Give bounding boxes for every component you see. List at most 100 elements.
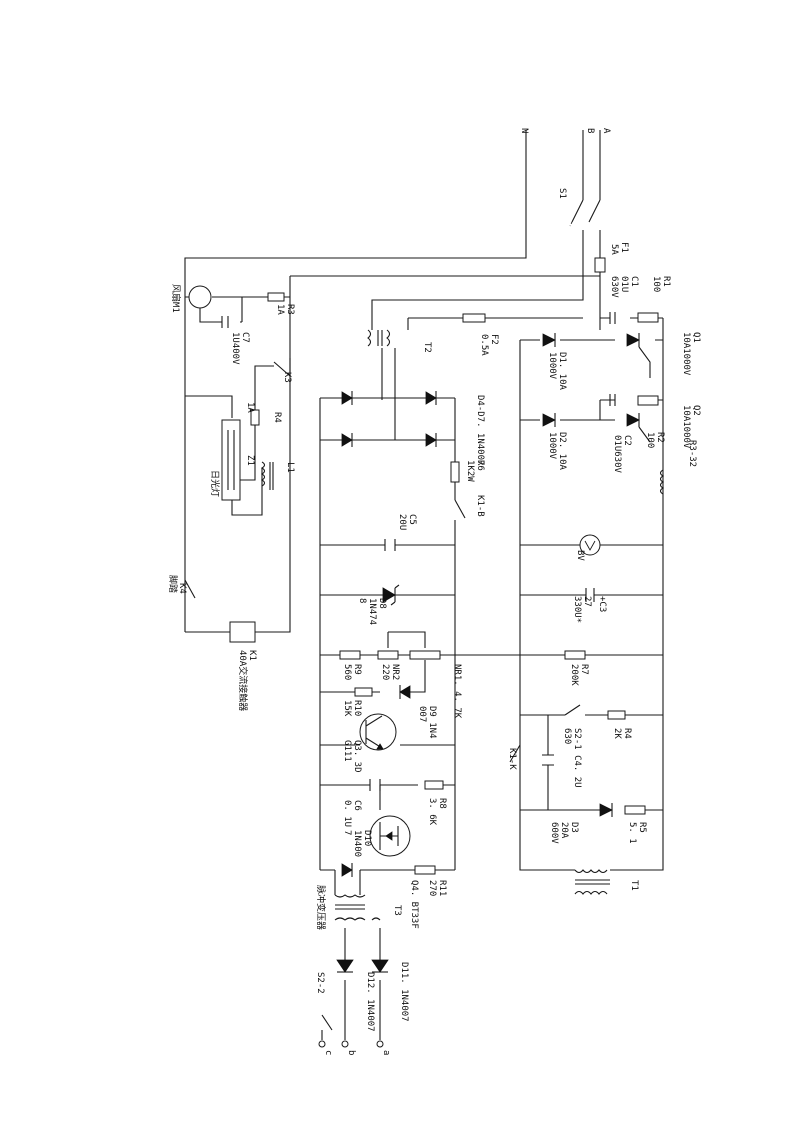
label-q1: Q1 — [691, 332, 701, 343]
label-z1: Z1 — [245, 455, 255, 466]
transformer-t1 — [574, 869, 610, 895]
voltmeter-symbol — [584, 540, 596, 551]
label-c3v2: 330U* — [572, 596, 582, 623]
label-k4: K4 — [177, 583, 187, 594]
label-r10v: 15K — [342, 700, 352, 717]
label-s2-1v: 630 — [562, 728, 572, 744]
label-r4v: 1A — [245, 402, 255, 413]
label-nr2: NR2 — [390, 664, 400, 680]
label-r2v: 100 — [645, 432, 655, 448]
labels: A B N S1 F1 5A C1 01U 630V R1 100 F2 0.5… — [167, 128, 701, 1055]
label-r2: R2 — [655, 432, 665, 443]
label-k1: K1 — [247, 650, 257, 661]
label-fan: 风扇M1 — [170, 284, 182, 313]
resistor-r2 — [637, 395, 659, 406]
label-q2v: 10A1000V — [681, 405, 691, 449]
capacitor-c5 — [384, 539, 396, 551]
pot-nr1 — [409, 650, 441, 660]
label-q4: Q4. BT33F — [409, 880, 419, 929]
label-t3: T3 — [392, 905, 402, 916]
label-q2: Q2 — [691, 405, 701, 416]
resistor-r7 — [564, 650, 586, 660]
resistor-r10 — [354, 687, 373, 697]
label-d1v: 1000V — [547, 352, 557, 380]
label-s2-2: S2-2 — [315, 972, 325, 994]
label-r4-2kv: 2K — [612, 728, 622, 739]
label-d2: D2. 10A — [557, 432, 567, 471]
label-r5v: 5. 1 — [627, 822, 637, 844]
fan-motor-m1 — [188, 285, 212, 309]
switch-s1 — [569, 199, 601, 227]
thyristor-q1 — [626, 333, 651, 378]
label-c1: C1 — [629, 276, 639, 287]
label-f1v: 5A — [609, 244, 619, 255]
label-r10: R10 — [352, 700, 362, 716]
label-c6: C6 — [352, 800, 362, 811]
label-a-out: a — [381, 1050, 391, 1055]
label-d8v1: 1N474 — [367, 598, 377, 625]
resistor-r9 — [339, 650, 361, 660]
label-c5: C5 — [407, 514, 417, 525]
label-s2-1: S2-1 C4. 2U — [572, 728, 582, 788]
label-c-out: c — [323, 1050, 333, 1055]
label-b-out: b — [346, 1050, 356, 1055]
label-c5v: 20U — [397, 514, 407, 530]
diode-d10 — [341, 863, 353, 877]
capacitor-c7 — [221, 316, 229, 328]
label-c3v1: 27 — [582, 596, 592, 607]
inductor-l1-core — [269, 462, 274, 490]
label-q1v: 10A1000V — [681, 332, 691, 376]
label-d12: D12. 1N4007 — [365, 972, 375, 1032]
transformer-t3 — [334, 894, 381, 921]
label-d1: D1. 10A — [557, 352, 567, 391]
label-d11: D11. 1N4007 — [399, 962, 409, 1022]
label-r11v: 270 — [427, 880, 437, 896]
label-c7: C7 — [240, 332, 250, 343]
label-nr2v: 220 — [380, 664, 390, 680]
label-a: A — [601, 128, 611, 134]
label-c6v: 0. 1U — [342, 800, 352, 827]
label-d3v1: 20A — [559, 822, 569, 839]
label-r4-2k: R4 — [622, 728, 632, 739]
fuse-f2 — [462, 313, 486, 323]
label-k1-k: K1-K — [507, 748, 517, 770]
contact-k1-b — [454, 499, 466, 519]
label-f1: F1 — [619, 242, 629, 253]
label-r11: R11 — [437, 880, 447, 896]
label-r8v: 3. 6K — [427, 798, 437, 826]
wires — [184, 130, 664, 1040]
resistor-r6 — [450, 461, 460, 483]
switch-s2-1 — [564, 704, 581, 716]
label-d4-d7: D4-D7. 1N4007 — [475, 395, 485, 465]
label-k4v: 脚踏 — [167, 575, 179, 593]
label-r6: R6 — [475, 460, 485, 471]
transistor-q3 — [359, 713, 397, 751]
label-r3-32: R3-32 — [687, 440, 697, 467]
label-r1: R1 — [661, 276, 671, 287]
label-r3v: 1A — [275, 304, 285, 315]
zener-d8 — [382, 584, 400, 606]
inductor-l1 — [260, 461, 266, 487]
label-d10: D10 — [362, 830, 372, 846]
thyristor-q2 — [626, 413, 651, 443]
label-d8: D8 — [377, 598, 387, 609]
label-d9v: 007 — [417, 706, 427, 722]
label-pulse-transformer: 脉冲变压器 — [315, 885, 327, 930]
label-c1v2: 630V — [609, 276, 619, 298]
label-c2v: 01U630V — [612, 435, 622, 474]
resistor-r11 — [414, 865, 436, 875]
label-d3: D3 — [569, 822, 579, 833]
label-r3: R3 — [285, 304, 295, 315]
label-k1-b: K1-B — [475, 495, 485, 517]
label-q3v: G111 — [342, 740, 352, 762]
label-d2v: 1000V — [547, 432, 557, 460]
diode-d1 — [542, 333, 556, 347]
label-r8: R8 — [437, 798, 447, 809]
label-c2: C2 — [622, 435, 632, 446]
voltmeter-bv — [579, 534, 601, 556]
capacitor-c1 — [609, 312, 616, 324]
label-d9: D9 1N4 — [427, 706, 437, 739]
bridge-diodes — [341, 391, 437, 447]
label-lamp: 日光灯 — [209, 470, 221, 497]
